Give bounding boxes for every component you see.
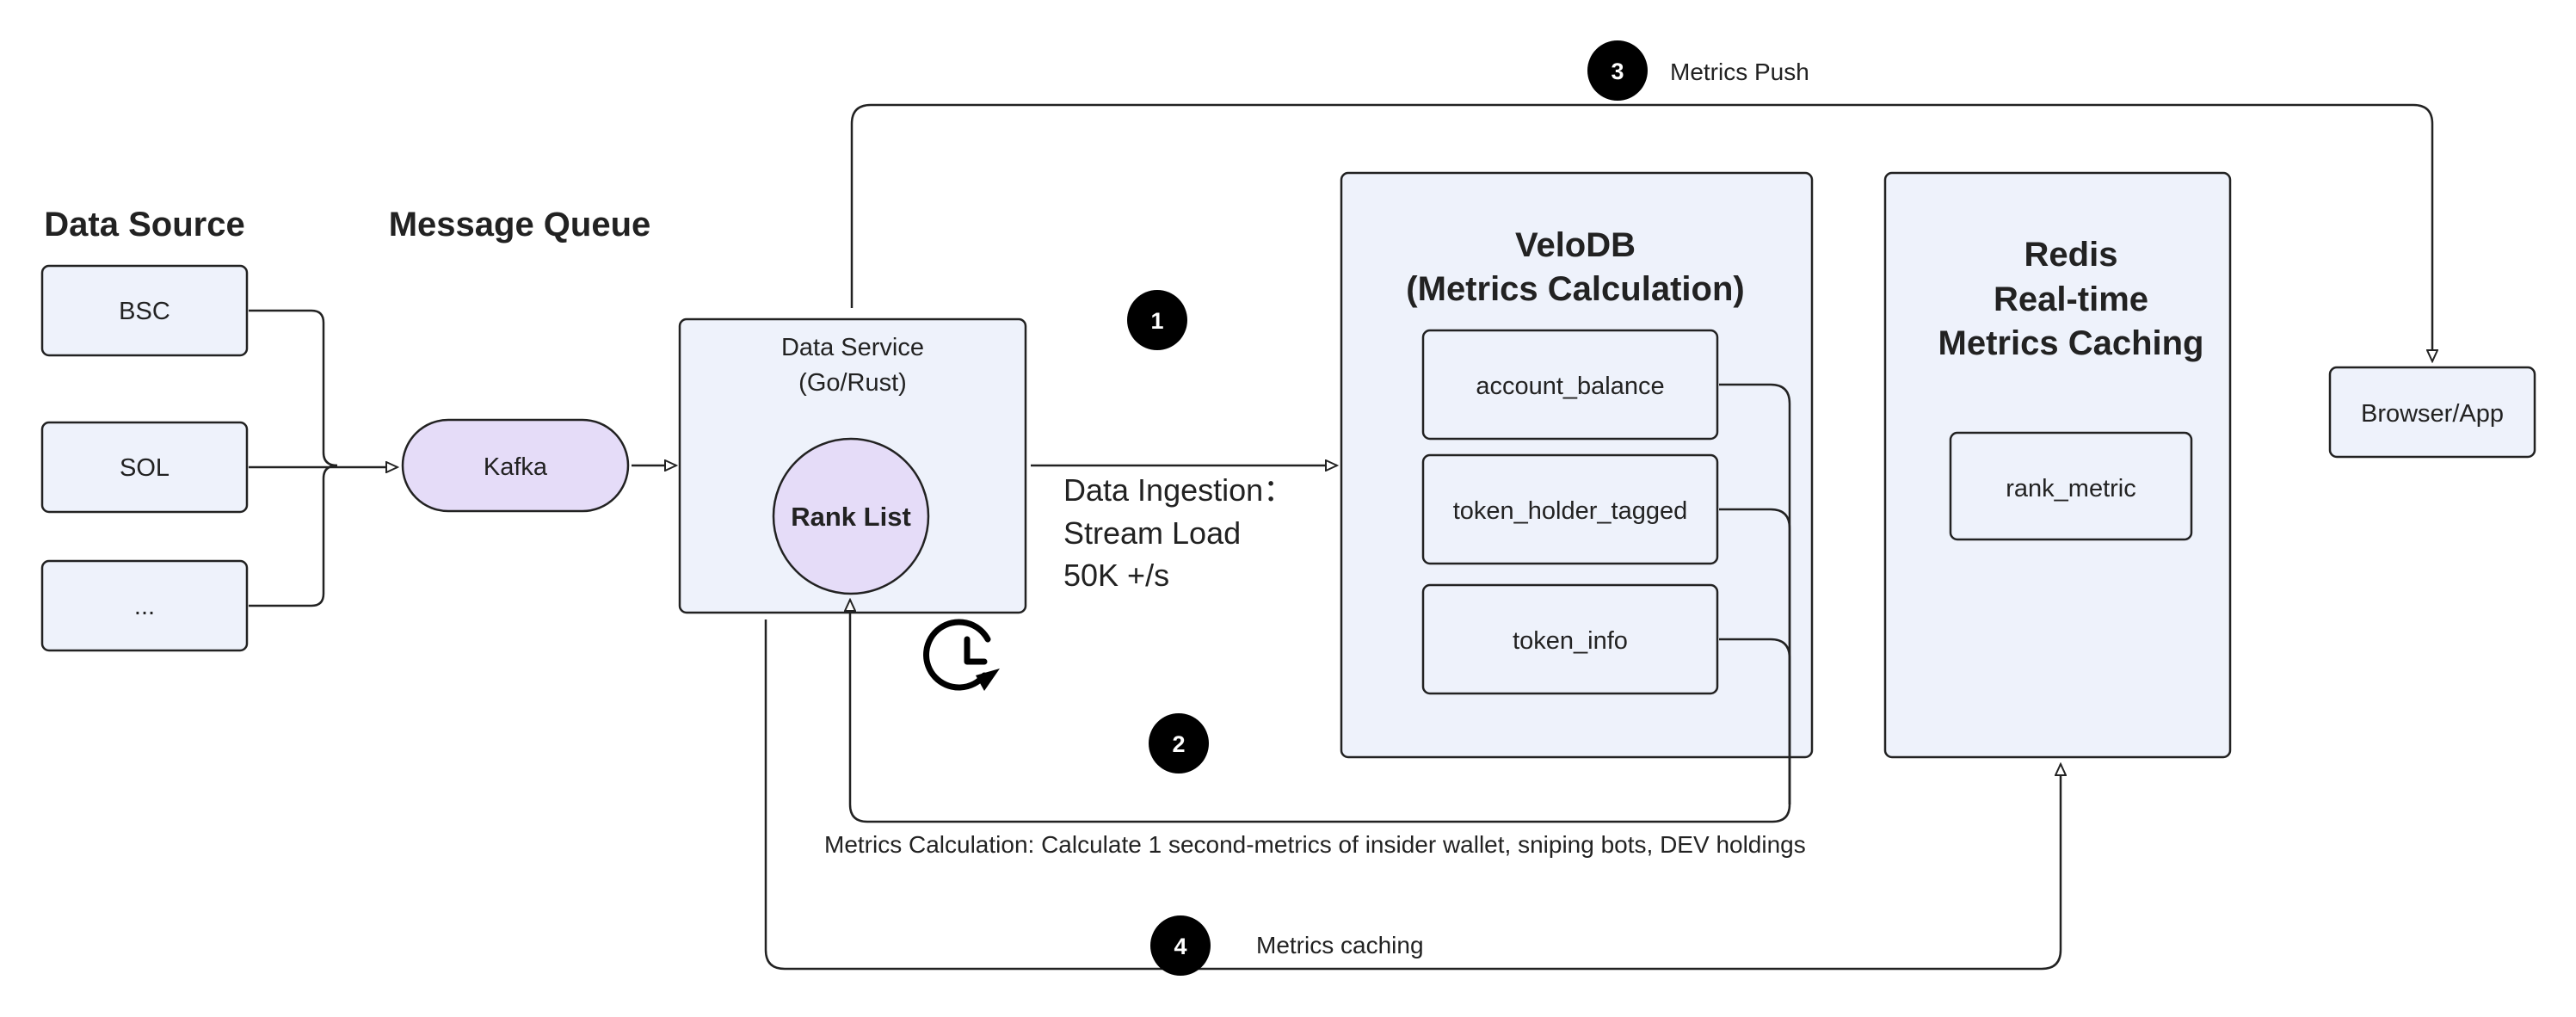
source-label: SOL [120, 454, 169, 482]
header-message-queue: Message Queue [389, 206, 651, 243]
redis-subtitle: Real-time [1994, 280, 2148, 318]
step-number: 3 [1611, 59, 1624, 84]
ingestion-label-line1: Data Ingestion： [1063, 472, 1294, 508]
header-data-source: Data Source [44, 206, 244, 243]
kafka-node: Kafka [401, 418, 630, 513]
browser-app-node: Browser/App [2328, 366, 2536, 459]
data-service-node: Data Service (Go/Rust) Rank List [678, 317, 1027, 614]
connector-token-holder-return [1719, 508, 1791, 804]
velodb-title: VeloDB [1515, 226, 1636, 264]
connector-token-info-return [1719, 638, 1791, 804]
metrics-push-label: Metrics Push [1670, 59, 1809, 85]
metrics-calculation-label: Metrics Calculation: Calculate 1 second-… [824, 831, 1806, 858]
connector-metrics-calculation [850, 600, 1791, 823]
table-rank-metric [1949, 431, 2193, 541]
redis-subtitle-2: Metrics Caching [1938, 324, 2204, 362]
step-number: 1 [1150, 308, 1163, 334]
step-badge-3: 3 [1587, 40, 1648, 101]
table-label: account_balance [1476, 373, 1664, 400]
ingestion-label-line3: 50K +/s [1063, 558, 1169, 593]
redis-node: Redis Real-time Metrics Caching rank_met… [1883, 171, 2232, 759]
step-badge-4: 4 [1150, 915, 1211, 976]
step-number: 4 [1174, 934, 1186, 959]
connector-more-kafka [249, 464, 338, 607]
step-badge-1: 1 [1127, 290, 1187, 350]
ingestion-label-line2: Stream Load [1063, 515, 1241, 551]
source-label: ... [134, 593, 155, 620]
connector-metrics-caching [764, 619, 2061, 971]
velodb-node: VeloDB (Metrics Calculation) account_bal… [1340, 171, 1814, 759]
rank-list-circle [772, 437, 930, 595]
redis-title: Redis [2024, 236, 2118, 274]
kafka-label: Kafka [484, 453, 548, 481]
source-node-more: ... [40, 559, 249, 652]
table-label: token_holder_tagged [1453, 497, 1688, 525]
browser-app-label: Browser/App [2361, 400, 2504, 428]
table-label: rank_metric [2006, 475, 2136, 502]
connector-metrics-push [850, 103, 2432, 361]
table-token-holder-tagged [1421, 453, 1719, 565]
connector-bsc-kafka [249, 309, 338, 467]
clock-refresh-icon [923, 619, 1000, 691]
velodb-subtitle: (Metrics Calculation) [1406, 270, 1744, 308]
connector-account-balance-return [1719, 383, 1791, 804]
source-node-sol: SOL [40, 421, 249, 514]
source-label: BSC [119, 298, 170, 325]
source-node-bsc: BSC [40, 264, 249, 357]
table-label: token_info [1513, 627, 1628, 655]
step-badge-2: 2 [1149, 713, 1209, 774]
metrics-caching-label: Metrics caching [1256, 932, 1424, 958]
data-service-subtitle: (Go/Rust) [798, 369, 907, 397]
data-service-title: Data Service [781, 334, 924, 361]
table-token-info [1421, 583, 1719, 695]
step-number: 2 [1172, 731, 1185, 757]
table-account-balance [1421, 329, 1719, 441]
rank-list-label: Rank List [791, 502, 911, 532]
